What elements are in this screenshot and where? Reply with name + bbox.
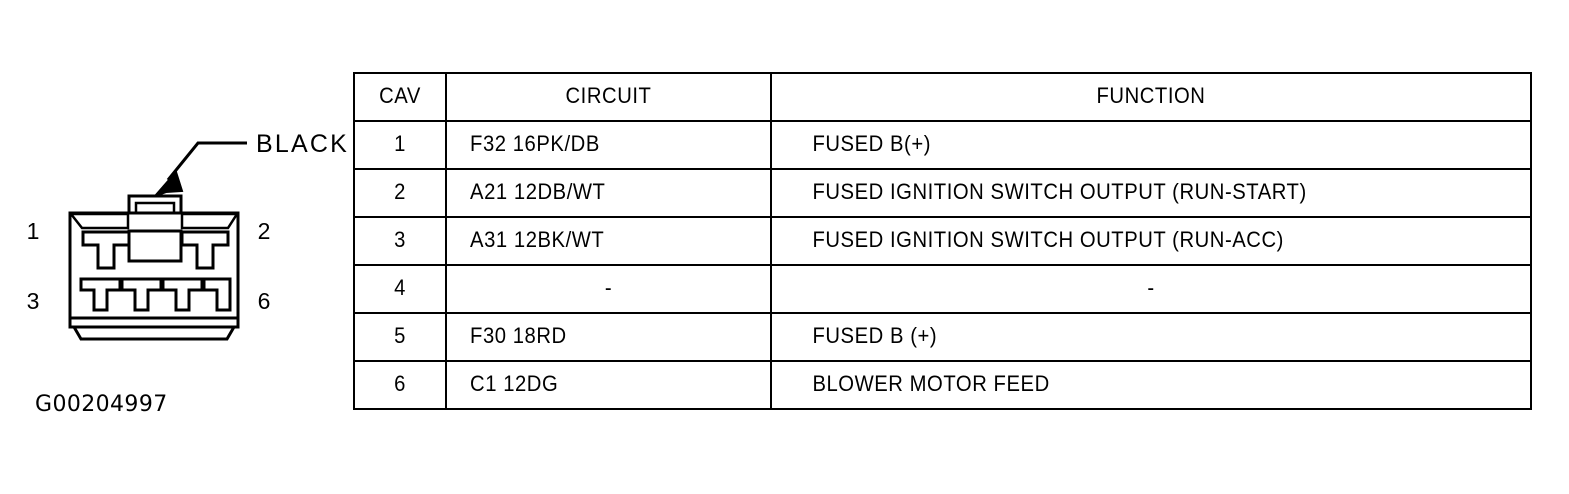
column-header-function: FUNCTION (800, 72, 1502, 122)
table-row: 5 F30 18RD FUSED B (+) (354, 312, 1531, 362)
figure-caption: G00204997 (35, 392, 168, 417)
cell-cav: 3 (356, 216, 444, 266)
pin-number-6: 6 (258, 288, 271, 314)
pin-number-2: 2 (258, 218, 271, 244)
cell-cav: 1 (356, 120, 444, 170)
table-header-row: CAV CIRCUIT FUNCTION (354, 72, 1531, 122)
table-row: 4-- (354, 264, 1531, 314)
connector-skirt (71, 325, 237, 341)
pin-number-1: 1 (27, 218, 40, 244)
cell-function: BLOWER MOTOR FEED (800, 360, 1502, 410)
connector-color-label: BLACK (256, 130, 349, 158)
cell-cav: 6 (356, 360, 444, 410)
pinout-table: CAV CIRCUIT FUNCTION 1 F32 16PK/DB FUSED B… (353, 72, 1532, 410)
column-header-circuit: CIRCUIT (458, 72, 759, 122)
connector-top-lip-right (180, 212, 240, 230)
terminal-cavity-1 (81, 230, 131, 270)
connector-figure: BLACK (0, 0, 350, 440)
table-row: 6 C1 12DG BLOWER MOTOR FEED (354, 360, 1531, 410)
table-body: 1 F32 16PK/DB FUSED B(+) 2 A21 12DB/WT FUSED … (354, 120, 1531, 410)
connector-top-lip-left (68, 212, 130, 230)
terminal-cavity-4 (120, 277, 163, 312)
black-leader-line (154, 141, 247, 197)
cell-function: FUSED IGNITION SWITCH OUTPUT (RUN-ACC) (800, 216, 1502, 266)
pin-number-3: 3 (27, 288, 40, 314)
cell-function: FUSED B(+) (800, 120, 1502, 170)
column-header-cav: CAV (356, 72, 444, 122)
cell-circuit: A31 12BK/WT (458, 216, 759, 266)
cell-cav: 4 (356, 264, 444, 314)
terminal-cavity-6 (202, 277, 232, 312)
table-row: 3 A31 12BK/WT FUSED IGNITION SWITCH OUTPUT… (354, 216, 1531, 266)
cell-cav: 5 (356, 312, 444, 362)
connector-drawing: BLACK (27, 130, 349, 341)
terminal-cavity-2 (180, 230, 230, 270)
arrowhead-icon (154, 170, 184, 197)
cell-cav: 2 (356, 168, 444, 218)
cell-circuit: - (458, 264, 759, 314)
cell-function: FUSED IGNITION SWITCH OUTPUT (RUN-START) (800, 168, 1502, 218)
cell-function: FUSED B (+) (800, 312, 1502, 362)
latch-tab-base (127, 229, 183, 263)
cell-function: - (800, 264, 1502, 314)
cell-circuit: A21 12DB/WT (458, 168, 759, 218)
table-row: 2 A21 12DB/WT FUSED IGNITION SWITCH OUTPUT… (354, 168, 1531, 218)
table-row: 1 F32 16PK/DB FUSED B(+) (354, 120, 1531, 170)
terminal-cavity-5 (161, 277, 204, 312)
table-header: CAV CIRCUIT FUNCTION (354, 72, 1531, 122)
cell-circuit: F30 18RD (458, 312, 759, 362)
terminal-cavity-3 (79, 277, 122, 312)
cell-circuit: F32 16PK/DB (458, 120, 759, 170)
connector-body (68, 211, 240, 341)
cell-circuit: C1 12DG (458, 360, 759, 410)
